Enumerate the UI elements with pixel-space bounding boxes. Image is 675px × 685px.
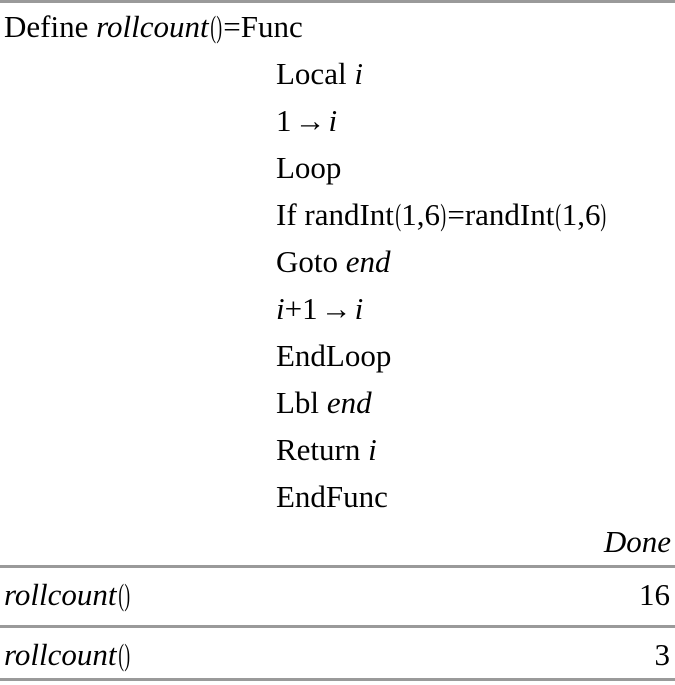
- code-line: Return i: [0, 426, 675, 473]
- close-paren-glyph: ): [600, 197, 607, 232]
- code-keyword: randInt: [304, 197, 394, 232]
- code-keyword: Loop: [276, 150, 342, 185]
- open-paren-glyph: (: [209, 9, 216, 44]
- code-space: [88, 9, 96, 44]
- code-operator: =: [223, 9, 241, 44]
- code-keyword: If: [276, 197, 297, 232]
- code-space: [360, 432, 368, 467]
- code-line: If randInt(1,6)=randInt(1,6): [0, 191, 675, 238]
- code-variable: end: [345, 244, 391, 279]
- code-number: 1,6: [401, 197, 441, 232]
- code-keyword: EndFunc: [276, 479, 388, 514]
- history-result-value: 16: [639, 577, 670, 612]
- history-divider-1: [0, 565, 675, 568]
- store-arrow-icon: →: [294, 103, 326, 138]
- close-paren-glyph: ): [440, 197, 447, 232]
- code-keyword: EndLoop: [276, 338, 392, 373]
- code-keyword: Define: [4, 9, 89, 44]
- code-line: i+1→i: [0, 285, 675, 332]
- code-line: 1→i: [0, 97, 675, 144]
- open-paren-glyph: (: [117, 577, 124, 612]
- top-divider: [0, 0, 675, 3]
- open-paren-glyph: (: [555, 197, 562, 232]
- close-paren-glyph: ): [124, 637, 130, 672]
- code-line: EndLoop: [0, 332, 675, 379]
- open-paren-glyph: (: [395, 197, 401, 232]
- code-space: [319, 385, 327, 420]
- code-line: Lbl end: [0, 379, 675, 426]
- code-keyword: Lbl: [276, 385, 320, 420]
- code-keyword: randInt: [464, 197, 555, 232]
- code-keyword: Func: [240, 9, 303, 44]
- code-variable: end: [326, 385, 372, 420]
- history-expression[interactable]: rollcount(): [4, 628, 131, 681]
- code-operator: =: [447, 197, 465, 232]
- history-row[interactable]: rollcount() 3: [0, 628, 675, 685]
- store-arrow-icon: →: [320, 291, 352, 326]
- code-space: [338, 244, 346, 279]
- code-line: Goto end: [0, 238, 675, 285]
- history-row[interactable]: rollcount() 16: [0, 568, 675, 625]
- definition-result-done: Done: [603, 524, 671, 559]
- code-keyword: Local: [276, 56, 347, 91]
- code-keyword: Goto: [276, 244, 338, 279]
- code-line: Define rollcount()=Func: [0, 3, 675, 50]
- code-variable: i: [368, 432, 377, 467]
- code-variable: i: [354, 56, 363, 91]
- code-variable: i: [354, 291, 364, 326]
- code-variable: rollcount: [96, 9, 209, 44]
- code-variable: i: [328, 103, 338, 138]
- expression-function-name: rollcount: [4, 637, 117, 672]
- code-number: 1: [302, 291, 318, 326]
- code-line: Loop: [0, 144, 675, 191]
- history-divider-2: [0, 625, 675, 628]
- history-divider-3: [0, 678, 675, 681]
- code-number: 1: [276, 103, 292, 138]
- code-keyword: Return: [276, 432, 361, 467]
- open-paren-glyph: (: [117, 637, 124, 672]
- code-line: EndFunc: [0, 473, 675, 520]
- code-number: 1,6: [561, 197, 601, 232]
- history-result-value: 3: [654, 637, 671, 672]
- code-line: Local i: [0, 50, 675, 97]
- close-paren-glyph: ): [216, 9, 222, 44]
- close-paren-glyph: ): [124, 577, 130, 612]
- code-variable: i: [276, 291, 285, 326]
- expression-function-name: rollcount: [4, 577, 117, 612]
- history-expression[interactable]: rollcount(): [4, 568, 131, 621]
- code-operator: +: [284, 291, 303, 326]
